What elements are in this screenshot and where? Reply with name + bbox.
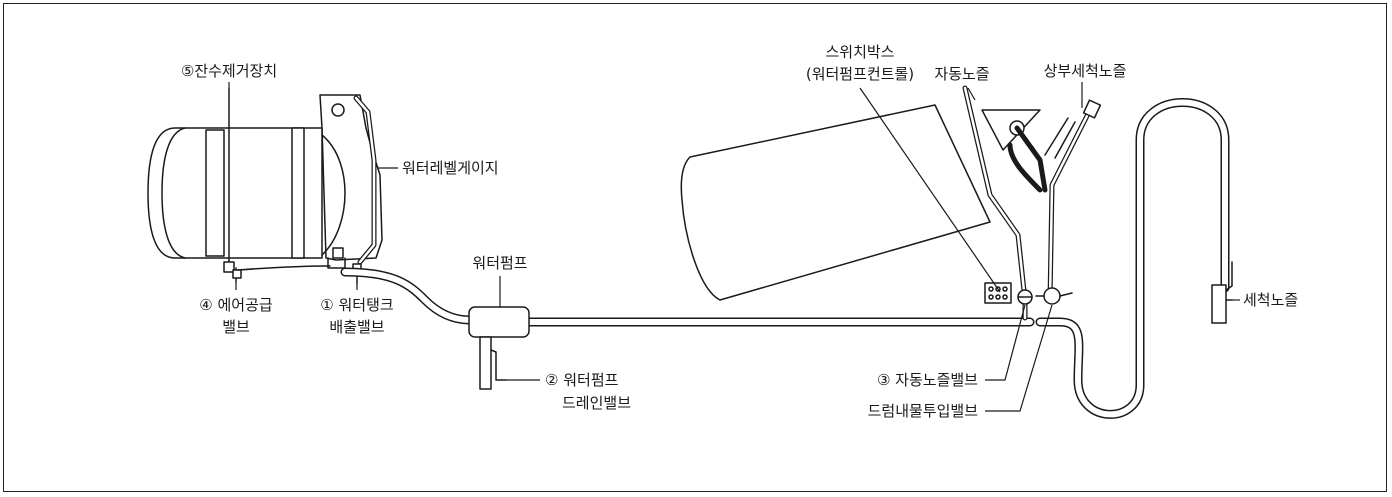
label-water-pump-drain-valve-2: 드레인밸브 — [562, 394, 631, 412]
label-switch-box-1: 스위치박스 — [825, 43, 894, 61]
label-switch-box-2: (워터펌프컨트롤) — [806, 65, 914, 83]
upper-wash-nozzle — [1014, 99, 1102, 303]
label-water-pump: 워터펌프 — [472, 254, 527, 272]
label-air-supply-valve-1: ④ 에어공급 — [199, 296, 273, 314]
leader-lines — [228, 82, 1240, 412]
auto-nozzle-valve — [1017, 289, 1033, 305]
label-water-pump-drain-valve-1: ② 워터펌프 — [545, 371, 619, 389]
residual-water-remover — [223, 87, 235, 273]
label-wash-nozzle: 세척노즐 — [1243, 291, 1298, 309]
water-pump — [468, 306, 530, 390]
label-water-tank-drain-valve-1: ① 워터탱크 — [320, 296, 393, 314]
label-air-supply-valve-2: 밸브 — [222, 318, 250, 336]
water-tank — [147, 94, 383, 269]
label-drum-water-inlet-valve: 드럼내물투입밸브 — [868, 402, 979, 420]
label-water-level-gauge: 워터레벨게이지 — [402, 159, 499, 177]
wash-nozzle — [1211, 261, 1233, 324]
tank-to-pump-pipe — [340, 267, 475, 325]
label-water-tank-drain-valve-2: 배출밸브 — [329, 318, 384, 336]
drum-water-inlet-valve — [1035, 287, 1073, 305]
wash-hose — [1035, 98, 1230, 419]
label-auto-nozzle: 자동노즐 — [934, 65, 989, 83]
switch-box — [984, 282, 1012, 304]
label-auto-nozzle-valve: ③ 자동노즐밸브 — [877, 371, 978, 389]
water-level-gauge — [353, 95, 377, 265]
mixer-drum — [680, 104, 991, 301]
diagram-frame — [3, 3, 1387, 492]
label-residual-water-remover: ⑤잔수제거장치 — [181, 62, 277, 80]
label-upper-wash-nozzle: 상부세척노즐 — [1044, 62, 1127, 80]
air-supply-valve — [232, 265, 331, 283]
labels: ⑤잔수제거장치 워터레벨게이지 ④ 에어공급 밸브 ① 워터탱크 배출밸브 워터… — [181, 43, 1298, 420]
